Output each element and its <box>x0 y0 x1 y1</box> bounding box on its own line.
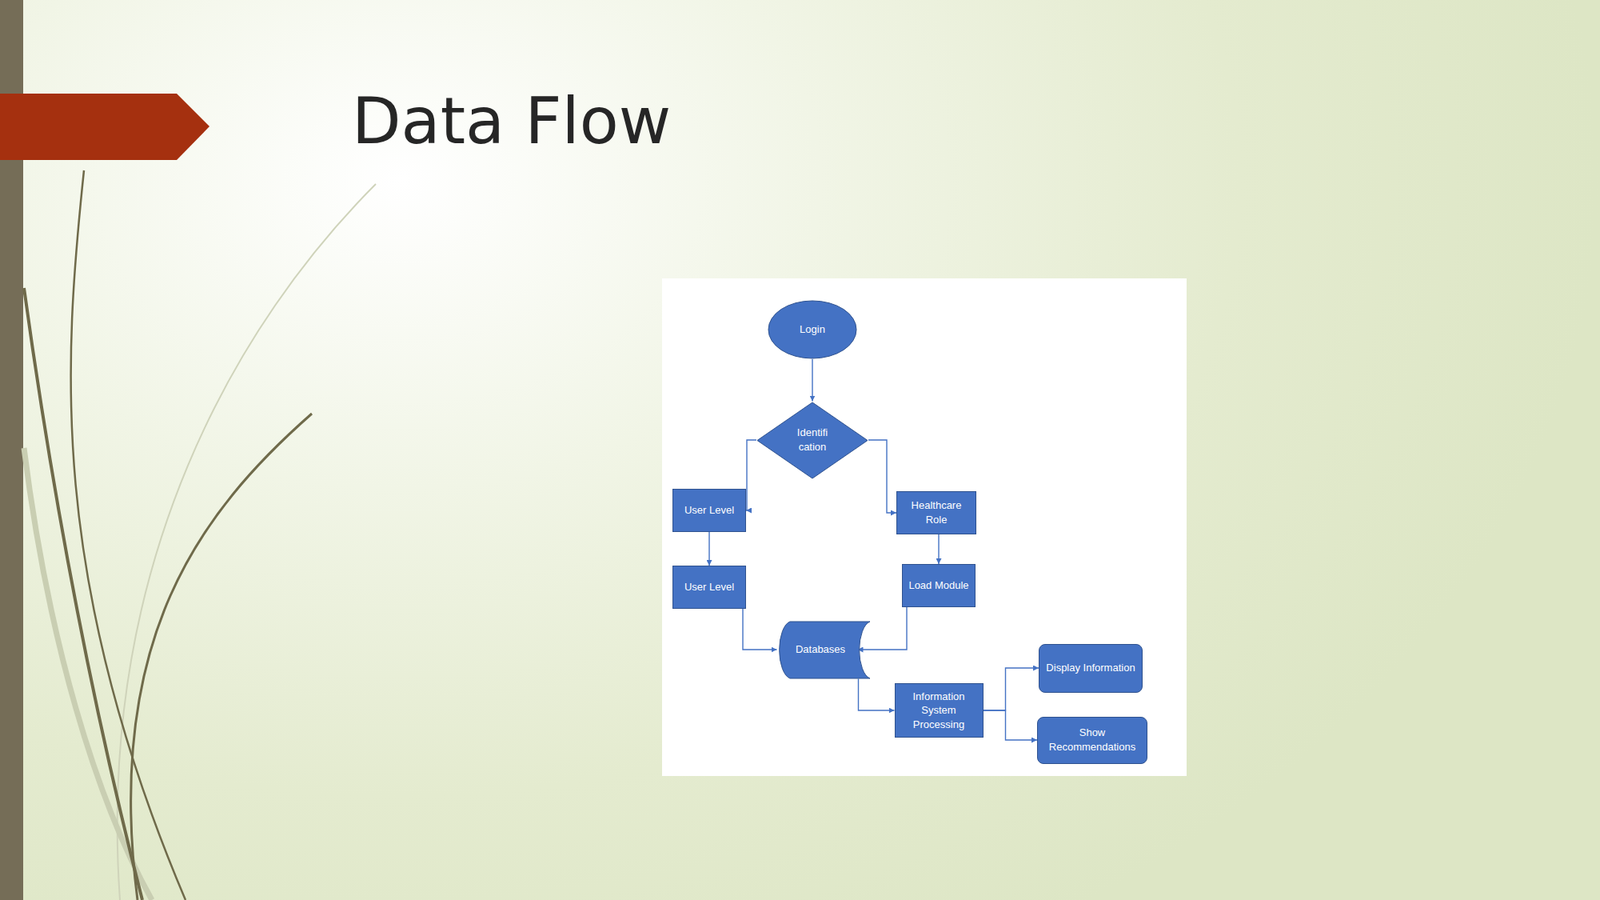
deco-curve <box>130 413 312 900</box>
node-outline <box>756 401 869 479</box>
node-label: Information System Processing <box>902 689 975 732</box>
flow-arrow <box>811 359 813 402</box>
node-label: User Level <box>684 579 735 595</box>
title-arrow <box>0 93 210 160</box>
node-label: Databases <box>795 642 846 657</box>
flow-arrow <box>868 439 897 513</box>
process-box: User Level <box>672 565 747 609</box>
slide-title: Data Flow <box>351 89 671 154</box>
flow-arrow <box>708 531 710 566</box>
flow-arrow <box>983 667 1040 711</box>
process-box: Show Recommendations <box>1037 716 1148 764</box>
deco-curve <box>117 183 376 900</box>
node-label: User Level <box>684 502 735 518</box>
flow-arrow <box>937 534 939 564</box>
node-label: Healthcare Role <box>902 498 970 527</box>
node-label: Login <box>799 322 826 337</box>
node-label: Load Module <box>908 578 969 593</box>
process-box: Healthcare Role <box>896 490 977 535</box>
flow-arrow <box>983 710 1038 740</box>
process-box: User Level <box>672 488 747 532</box>
deco-curve <box>71 170 186 900</box>
node-label: Show Recommendations <box>1043 725 1142 754</box>
node-label: Identifi cation <box>788 425 837 454</box>
flow-arrow <box>858 678 895 711</box>
flow-arrow <box>746 439 757 511</box>
database-shape: Databases <box>777 620 871 679</box>
deco-curve <box>23 287 143 900</box>
process-box: Information System Processing <box>894 682 984 738</box>
process-box: Load Module <box>901 563 976 607</box>
process-box: Display Information <box>1038 643 1143 693</box>
start-ellipse: Login <box>767 299 858 360</box>
flow-arrow <box>857 606 908 650</box>
decision-diamond: Identifi cation <box>756 401 869 479</box>
node-label: Display Information <box>1045 660 1135 675</box>
flow-arrow <box>742 608 778 650</box>
